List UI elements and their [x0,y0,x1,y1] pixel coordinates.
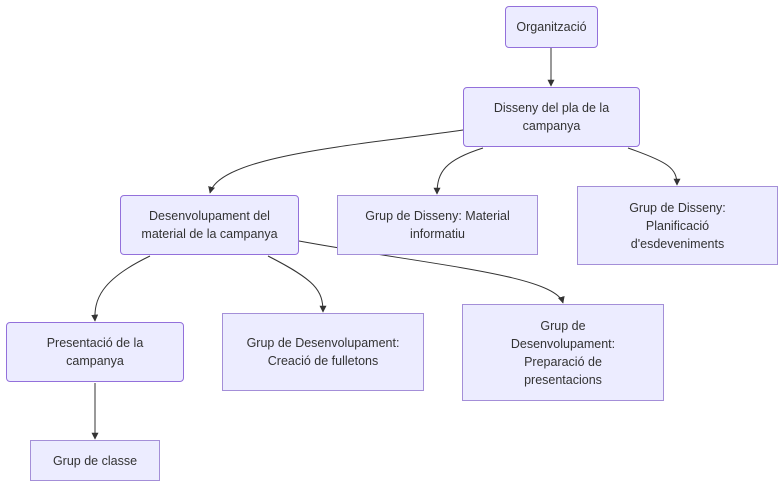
node-planificacio-esdeveniments: Grup de Disseny: Planificació d'esdeveni… [577,186,778,265]
node-creacio-fulletons: Grup de Desenvolupament: Creació de full… [222,313,424,391]
node-desenvolupament-material-label: Desenvolupament del material de la campa… [141,209,278,241]
node-presentacio-campanya-label: Presentació de la campanya [46,336,144,368]
node-planificacio-esdeveniments-label: Grup de Disseny: Planificació d'esdeveni… [629,200,726,251]
node-material-informatiu-label: Grup de Disseny: Material informatiu [365,209,510,241]
node-grup-classe-label: Grup de classe [52,453,138,468]
node-material-informatiu: Grup de Disseny: Material informatiu [337,195,538,255]
edge-desenv-to-presentacio [91,255,151,322]
node-grup-classe: Grup de classe [30,440,160,481]
node-organitzacio: Organització [505,6,598,48]
edge-pla-to-planif [627,147,681,186]
node-presentacio-campanya: Presentació de la campanya [6,322,184,382]
node-disseny-pla-label: Disseny del pla de la campanya [493,101,610,133]
node-disseny-pla: Disseny del pla de la campanya [463,87,640,147]
node-creacio-fulletons-label: Grup de Desenvolupament: Creació de full… [246,336,400,368]
node-preparacio-presentacions: Grup de Desenvolupament: Preparació de p… [462,304,664,401]
node-organitzacio-label: Organització [516,20,587,34]
edge-desenv-to-fulletons [267,255,327,313]
edge-pla-to-desenv [208,129,464,194]
node-preparacio-presentacions-label: Grup de Desenvolupament: Preparació de p… [510,318,616,387]
node-desenvolupament-material: Desenvolupament del material de la campa… [120,195,299,255]
edge-pla-to-material [433,147,484,195]
